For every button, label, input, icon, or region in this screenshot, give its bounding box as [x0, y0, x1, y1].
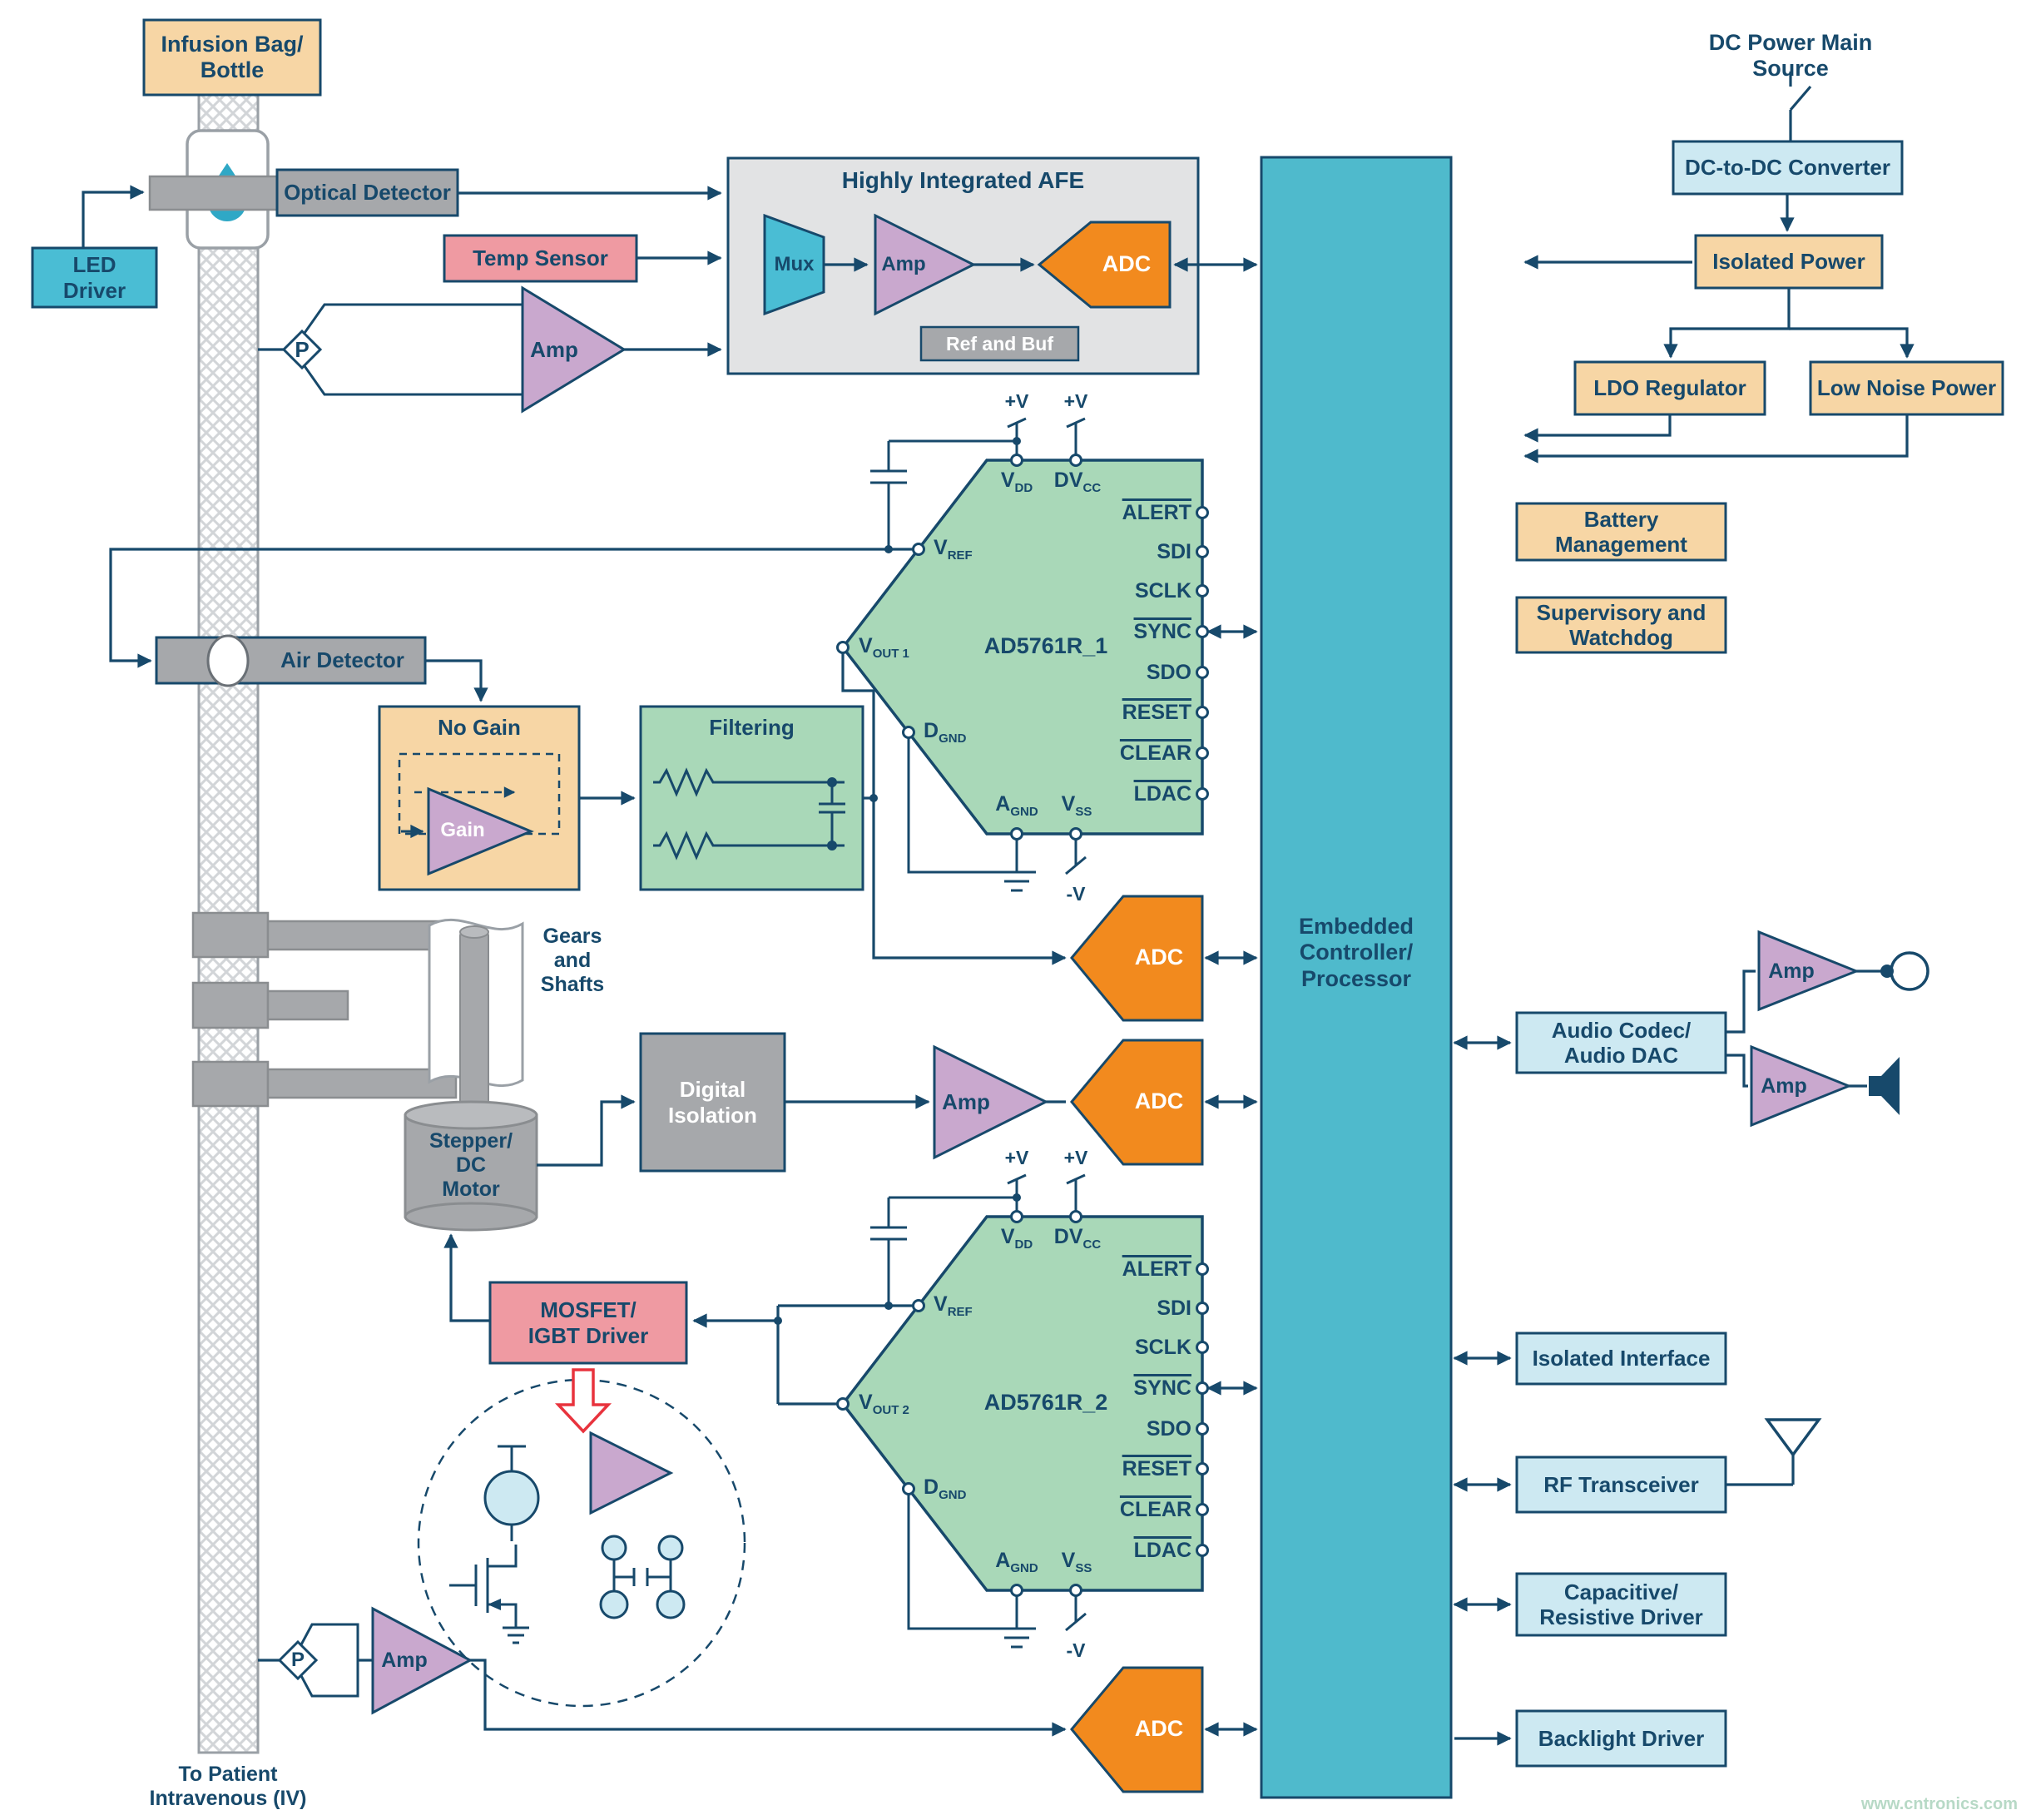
drive-arrow-icon: [554, 1368, 612, 1434]
ref-buf-box: [919, 325, 1080, 362]
adc-air-shape: [1070, 895, 1204, 1022]
pressure-p-diamond-top: [281, 329, 323, 370]
temp-sensor-box: [443, 234, 638, 283]
rc-filter-schematic: [653, 767, 845, 860]
ground-icon: [998, 1627, 1036, 1649]
capacitor-icon: [870, 439, 1017, 549]
mosfet-icon: [449, 1545, 529, 1644]
dac1-shape: [840, 459, 1204, 836]
motor-symbol-icon: [483, 1445, 540, 1541]
motor-drive-detail-circle: [417, 1378, 746, 1708]
ground-icon: [998, 870, 1036, 892]
isolated-interface-box: [1515, 1332, 1727, 1386]
stepper-motor-graphic: [404, 1100, 538, 1232]
backlight-driver-box: [1515, 1709, 1727, 1768]
led-driver-box: [31, 246, 158, 309]
gear-train-icon: [599, 1535, 686, 1619]
pressure-sensor-body-top: [291, 303, 526, 396]
filtering-box: [639, 705, 864, 891]
battery-management-box: [1515, 502, 1727, 562]
ldo-regulator-box: [1573, 360, 1766, 416]
afe-amp-shape: [874, 213, 977, 316]
motor-amp-shape: [933, 1044, 1049, 1160]
gears-shafts-graphic: [428, 919, 524, 1118]
pressure-p-diamond-bottom: [277, 1639, 319, 1681]
capacitor-icon: [870, 1196, 1017, 1306]
air-detector-box: [155, 636, 427, 685]
adc-pressure-shape: [1070, 1666, 1204, 1793]
pump-fingers: [191, 911, 458, 1108]
mux-shape: [763, 213, 825, 316]
dac2-shape: [840, 1215, 1204, 1592]
optical-detector-box: [275, 168, 459, 217]
connection-lines: [82, 72, 1915, 1746]
cap-res-driver-box: [1515, 1572, 1727, 1637]
antenna-icon: [1764, 1418, 1822, 1457]
speaker-icon: [1869, 1057, 1900, 1115]
pressure-amp-shape-top: [521, 285, 627, 414]
audio-amp-bottom-shape: [1750, 1044, 1853, 1128]
gain-amp-shape: [427, 786, 534, 876]
supervisory-watchdog-box: [1515, 596, 1727, 654]
mosfet-driver-box: [488, 1281, 688, 1365]
dc-dc-converter-box: [1672, 140, 1904, 196]
audio-amp-top-shape: [1757, 930, 1860, 1012]
embedded-controller-box: [1260, 156, 1453, 1799]
dac-pin-circles: [836, 454, 1209, 1597]
adc-motor-shape: [1070, 1039, 1204, 1166]
headphone-icon: [1880, 951, 1929, 991]
digital-isolation-box: [639, 1032, 786, 1173]
air-detector-transducer: [206, 634, 250, 687]
audio-codec-box: [1515, 1011, 1727, 1074]
junction-dots: [774, 437, 1021, 1325]
rf-transceiver-box: [1515, 1456, 1727, 1514]
optical-connector-bar: [148, 175, 279, 211]
low-noise-power-box: [1809, 360, 2004, 416]
amp-doodle-icon: [589, 1431, 674, 1515]
afe-adc-shape: [1037, 221, 1172, 309]
infusion-bag-box: [142, 18, 322, 97]
no-gain-box: [378, 705, 581, 891]
isolated-power-box: [1694, 234, 1884, 290]
